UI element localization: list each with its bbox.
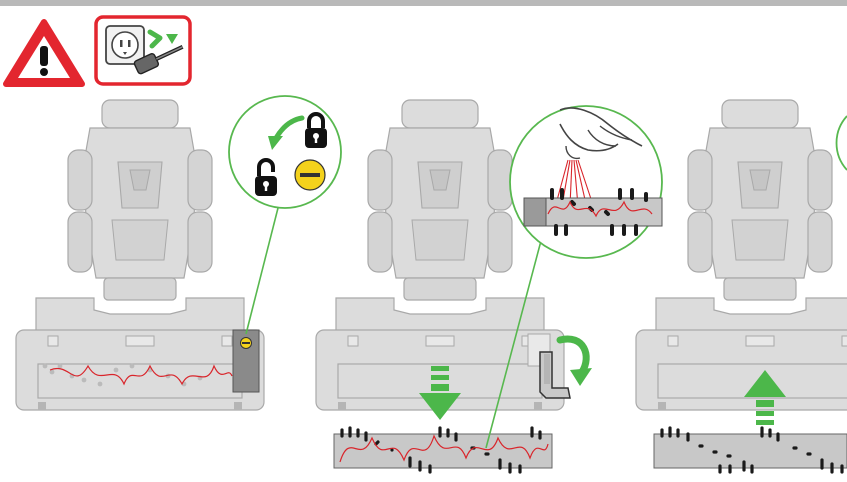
step1-brushbar-hair xyxy=(42,363,233,387)
rotate-arrow-icon xyxy=(268,115,305,150)
step1-vacuum-unit xyxy=(15,99,265,411)
coin-slot-icon xyxy=(294,159,326,191)
step3-vacuum-unit xyxy=(635,99,847,411)
step2-removed-brushbar xyxy=(333,426,553,474)
step1-callout-line xyxy=(245,207,279,335)
step2-end-cap-removed xyxy=(527,333,571,399)
top-divider-bar xyxy=(0,0,847,6)
step3-callout-partial xyxy=(835,115,847,171)
scissors-hand-icon xyxy=(559,107,643,160)
warning-triangle-icon xyxy=(3,19,85,87)
step1-end-cap xyxy=(232,329,260,393)
step3-clean-brushbar xyxy=(653,426,847,474)
arrow-up-icon xyxy=(744,370,786,425)
step2-callout-cut-hair xyxy=(509,105,663,259)
step1-callout-lock-detail xyxy=(228,95,342,209)
rotate-arrow-icon xyxy=(556,335,592,386)
arrow-down-icon xyxy=(419,366,461,420)
step2-callout-line xyxy=(485,221,547,449)
unplug-icon xyxy=(94,15,192,86)
